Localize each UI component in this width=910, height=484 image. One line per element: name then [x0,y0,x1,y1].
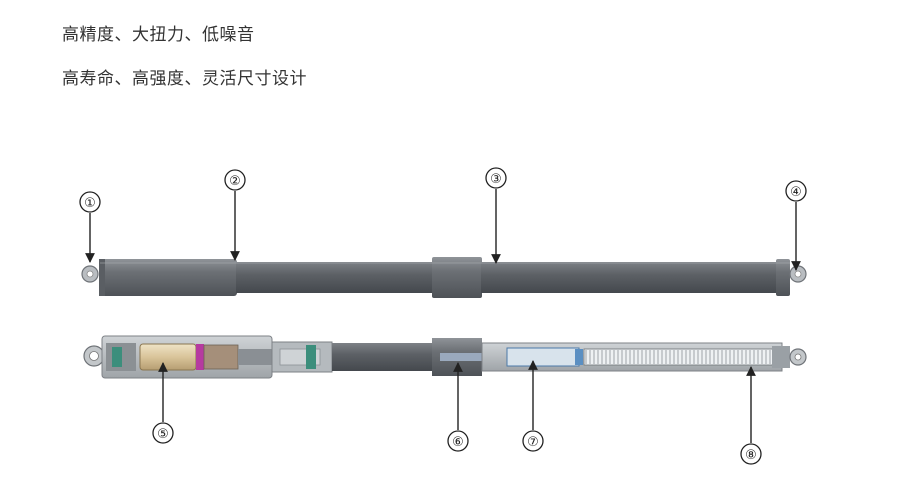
actuator-exterior [81,257,807,298]
callout-5-label: ⑤ [157,427,169,442]
callout-5: ⑤ [152,362,174,444]
rear-housing [99,259,237,296]
callout-8-label: ⑧ [745,448,757,463]
extension-tube [481,262,779,293]
drive-nut [506,347,580,367]
callout-3-label: ③ [490,172,502,187]
motor [139,343,197,371]
callout-1: ① [79,191,101,263]
gearbox [203,344,239,370]
callout-2-label: ② [229,174,241,189]
callout-6-label: ⑥ [452,435,464,450]
callout-6: ⑥ [447,362,469,452]
callout-7: ⑦ [522,360,544,452]
callout-4: ④ [785,180,807,271]
front-cap [776,259,790,296]
feature-text-2: 高寿命、高强度、灵活尺寸设计 [62,69,307,89]
outer-tube-cutaway [332,343,432,371]
callout-4-label: ④ [790,185,802,200]
callout-7-label: ⑦ [527,435,539,450]
actuator-cutaway [83,335,807,379]
outer-tube [236,262,433,293]
callout-2: ② [224,169,246,261]
thread-pattern [583,348,775,366]
feature-text-1: 高精度、大扭力、低噪音 [62,25,255,45]
callout-3: ③ [485,167,507,264]
front-cap-cutaway [772,346,790,368]
callout-8: ⑧ [740,366,762,465]
middle-collar [432,257,482,298]
callout-1-label: ① [84,196,96,211]
